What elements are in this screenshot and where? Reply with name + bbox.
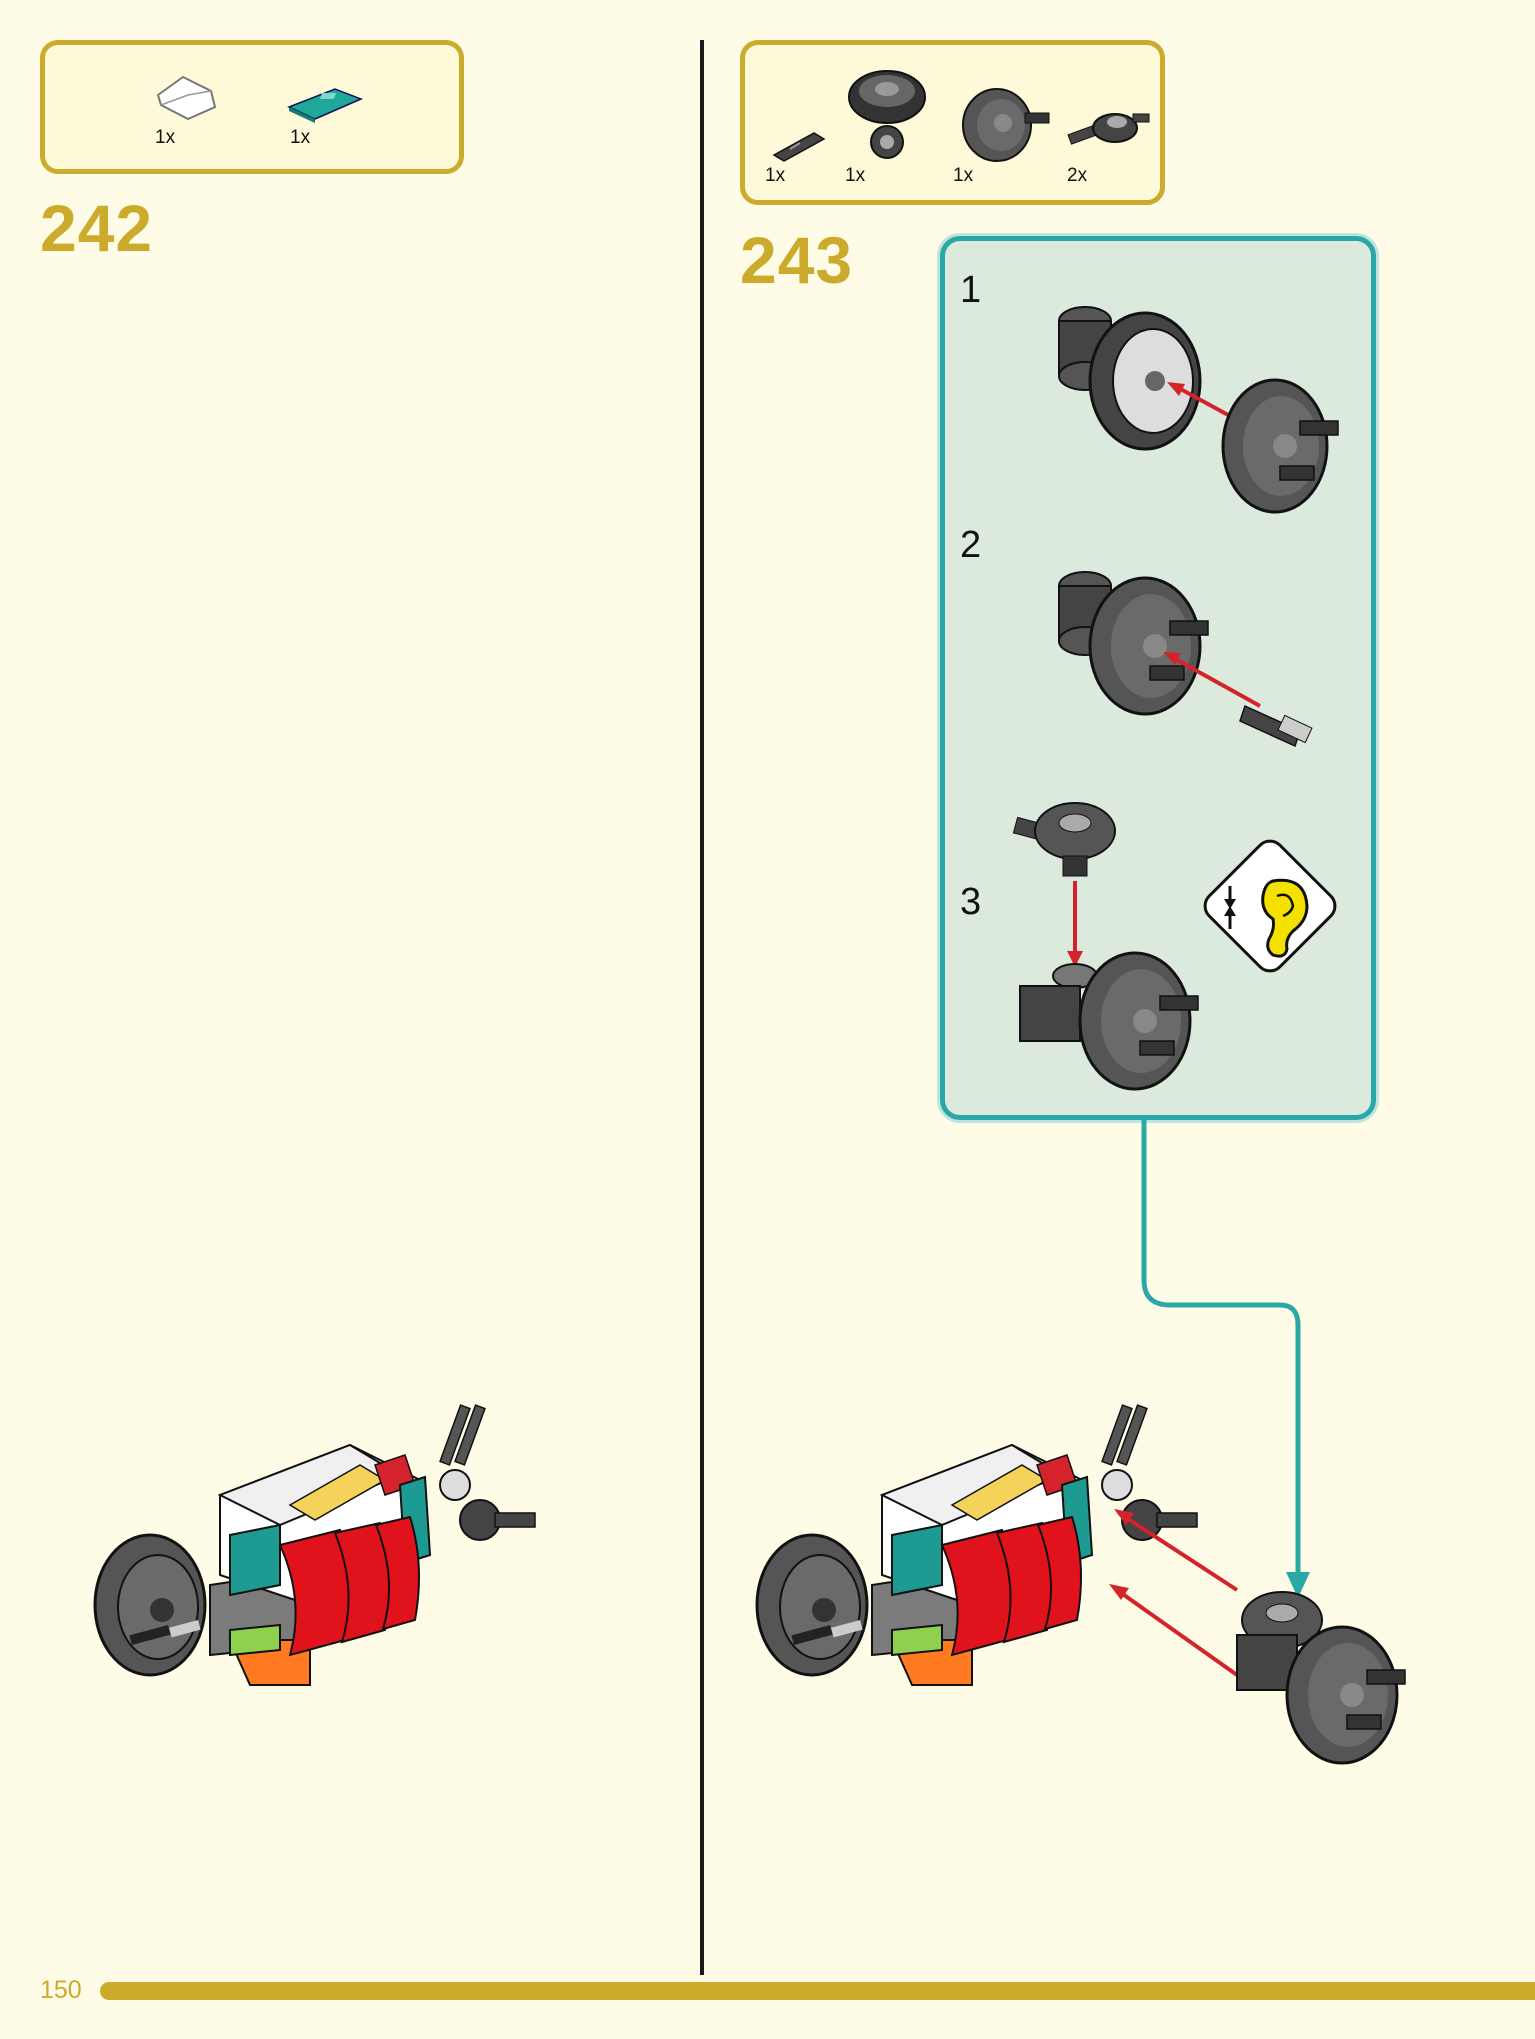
page-number: 150	[40, 1976, 82, 2004]
wheel-hub-icon	[848, 70, 926, 159]
white-slope-icon	[156, 75, 217, 121]
wheel-disc-icon	[962, 88, 1050, 162]
axle-pin-icon	[1239, 704, 1313, 748]
substep-1-illustration	[1058, 306, 1339, 514]
step-number-242: 242	[40, 191, 154, 265]
red-fender-icon	[278, 1515, 420, 1657]
part-qty: 1x	[155, 127, 176, 148]
click-sound-ear-icon	[1203, 839, 1337, 973]
step-number-243: 243	[740, 223, 854, 297]
substep-number-1: 1	[960, 269, 982, 311]
sub-assembly-box: 1 2 3	[940, 236, 1376, 1120]
substep-2-illustration	[1058, 571, 1313, 748]
wheel-disc-icon	[1221, 378, 1339, 514]
substep-3-illustration	[1012, 802, 1199, 1091]
column-divider	[700, 40, 704, 1975]
motorcycle-model-243	[755, 1404, 1406, 1765]
rear-wheel-icon	[755, 1533, 869, 1677]
rear-wheel-icon	[93, 1533, 207, 1677]
wheel-assembly-icon	[1236, 1591, 1406, 1765]
part-qty: 2x	[1067, 165, 1088, 186]
part-qty: 1x	[765, 165, 786, 186]
teal-tile-icon	[287, 88, 363, 123]
part-qty: 1x	[845, 165, 866, 186]
part-qty: 1x	[953, 165, 974, 186]
axle-pin-icon	[772, 132, 826, 162]
substep-number-2: 2	[960, 524, 982, 566]
parts-callout-243: 1x 1x 1x 2x	[740, 40, 1165, 205]
red-fender-icon	[940, 1515, 1082, 1657]
parts-callout-242: 1x 1x	[40, 40, 464, 174]
motorcycle-model-242	[93, 1404, 536, 1686]
substep-number-3: 3	[960, 881, 982, 923]
wheel-hub-icon	[1058, 306, 1202, 451]
connector-icon	[1012, 802, 1116, 877]
substep-connector-line	[1141, 1120, 1310, 1598]
connector-icon	[1067, 113, 1150, 145]
page-footer-bar	[100, 1982, 1535, 2000]
part-qty: 1x	[290, 127, 311, 148]
